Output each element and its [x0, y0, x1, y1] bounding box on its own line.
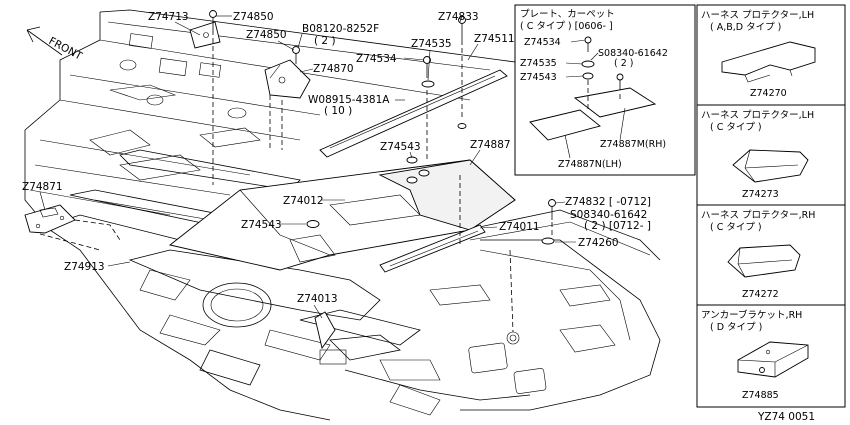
- callout-z74534: Z74534: [356, 53, 397, 65]
- side-panel-4: アンカーブラケット,RH ( D タイプ ) Z74885: [696, 304, 846, 408]
- callout-z74887: Z74887: [470, 139, 511, 151]
- side-panel-1-subtitle: ( A,B,D タイプ ): [710, 22, 781, 33]
- inset-z74887m: Z74887M(RH): [600, 139, 666, 150]
- side-panel-2-subtitle: ( C タイプ ): [710, 122, 762, 133]
- side-panel-4-subtitle: ( D タイプ ): [710, 322, 762, 333]
- inset-title-line1: プレート、カーペット: [520, 9, 615, 20]
- floor-pan-drawing: [24, 9, 661, 421]
- callout-z74833: Z74833: [438, 11, 479, 23]
- inset-title-line2: ( C タイプ ) [0606- ]: [520, 21, 613, 32]
- front-label: FRONT: [47, 35, 85, 63]
- inset-z74543: Z74543: [520, 72, 557, 83]
- side-panel-3: ハーネス プロテクター,RH ( C タイプ ) Z74272: [696, 204, 846, 306]
- side-panel-1-title: ハーネス プロテクター,LH: [701, 10, 814, 21]
- callout-z74011: Z74011: [499, 221, 540, 233]
- inset-z74887n: Z74887N(LH): [558, 159, 622, 170]
- side-panel-4-part: Z74885: [742, 390, 779, 401]
- callout-z74511: Z74511: [474, 33, 515, 45]
- inset-z74535: Z74535: [520, 58, 557, 69]
- side-panel-1: ハーネス プロテクター,LH ( A,B,D タイプ ) Z74270: [696, 4, 846, 106]
- callout-z74871: Z74871: [22, 181, 63, 193]
- inset-z74534: Z74534: [524, 37, 561, 48]
- callout-w08915-qty: ( 10 ): [324, 105, 352, 117]
- callout-z74260: Z74260: [578, 237, 619, 249]
- side-panel-3-part: Z74272: [742, 289, 779, 300]
- callout-z74870: Z74870: [313, 63, 354, 75]
- drawing-id: YZ74 0051: [757, 411, 815, 423]
- callout-z74713: Z74713: [148, 11, 189, 23]
- callout-z74832: Z74832 [ -0712]: [565, 196, 651, 208]
- front-arrow-icon: [26, 26, 63, 56]
- callout-s08340-main: S08340-61642: [570, 209, 647, 221]
- inset-s08340-qty: ( 2 ): [614, 58, 634, 69]
- callout-z74543-low: Z74543: [241, 219, 282, 231]
- callout-z74850-mid: Z74850: [246, 29, 287, 41]
- side-panel-4-title: アンカーブラケット,RH: [701, 309, 802, 321]
- side-panel-1-part: Z74270: [750, 88, 787, 99]
- assembly-guides: [39, 30, 553, 333]
- front-indicator: FRONT: [26, 26, 85, 63]
- callout-s08340-main-qty: ( 2 ) [0712- ]: [584, 220, 651, 232]
- inset-s08340: S08340-61642: [598, 48, 668, 59]
- main-parts: [24, 10, 556, 350]
- callout-b08120-qty: ( 2 ): [314, 35, 336, 47]
- callout-z74543-mid: Z74543: [380, 141, 421, 153]
- side-panel-3-title: ハーネス プロテクター,RH: [701, 210, 815, 221]
- callout-w08915: W08915-4381A: [308, 94, 390, 106]
- side-panel-3-subtitle: ( C タイプ ): [710, 222, 762, 233]
- side-panel-2: ハーネス プロテクター,LH ( C タイプ ) Z74273: [696, 104, 846, 206]
- callout-b08120: B08120-8252F: [302, 23, 379, 35]
- callout-z74535: Z74535: [411, 38, 452, 50]
- callout-z74850-top: Z74850: [233, 11, 274, 23]
- callout-z74013: Z74013: [297, 293, 338, 305]
- callouts: Z74713 Z74850 Z74850 B08120-8252F ( 2 ) …: [22, 11, 651, 319]
- side-panel-2-title: ハーネス プロテクター,LH: [701, 110, 814, 121]
- callout-z74913: Z74913: [64, 261, 105, 273]
- side-panel-2-part: Z74273: [742, 189, 779, 200]
- callout-z74012: Z74012: [283, 195, 324, 207]
- inset-carpet-plate: プレート、カーペット ( C タイプ ) [0606- ] Z74534 S08…: [514, 4, 696, 176]
